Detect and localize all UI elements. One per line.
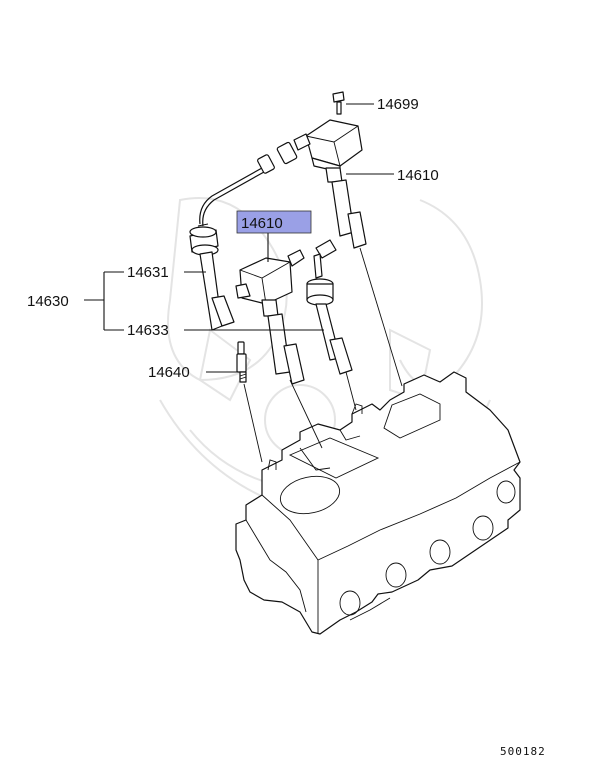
label-spark-plug[interactable]: 14640 [148, 364, 190, 381]
label-cable-b[interactable]: 14633 [127, 322, 169, 339]
label-coil-highlight[interactable]: 14610 [241, 215, 283, 232]
leader-lines [84, 103, 394, 373]
label-coil-top[interactable]: 14610 [397, 167, 439, 184]
label-cable-group[interactable]: 14630 [27, 293, 69, 310]
highlight-box [236, 210, 312, 234]
spark-plug [236, 341, 263, 463]
label-bolt[interactable]: 14699 [377, 96, 419, 113]
label-cable-a[interactable]: 14631 [127, 264, 169, 281]
ignition-coil-top [293, 119, 403, 387]
cylinder-head [235, 371, 521, 635]
bolt [332, 91, 345, 115]
spark-plug-cable-left [189, 141, 298, 331]
guide-lines [289, 371, 357, 449]
diagram-code: 500182 [500, 745, 546, 758]
spark-plug-cable-right [306, 239, 353, 375]
ignition-coil-middle [235, 249, 305, 385]
